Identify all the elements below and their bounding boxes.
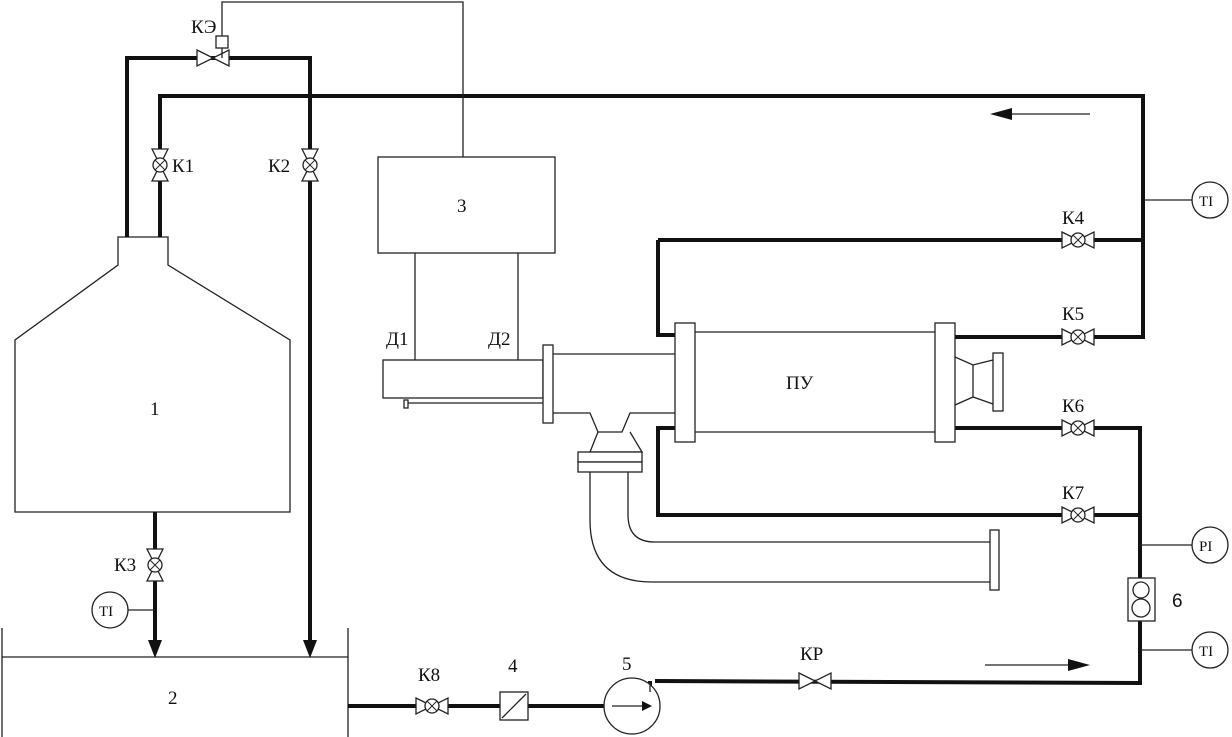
valve-k6[interactable] (1061, 418, 1095, 438)
valve-kr-label: КР (800, 644, 823, 665)
sensor-d1-label: Д1 (386, 329, 408, 350)
valve-k3-label: К3 (114, 555, 136, 576)
flow-arrow-down-k2 (303, 640, 317, 658)
tank-2 (1, 628, 349, 737)
valve-k8-label: К8 (418, 665, 440, 686)
control-line (221, 1, 464, 157)
filter-4-label: 4 (508, 656, 518, 677)
valve-k3[interactable] (145, 548, 165, 582)
measuring-tube (382, 344, 1000, 591)
temperature-indicator-top: TI (1143, 181, 1229, 219)
pump-5 (603, 677, 661, 735)
valve-k4-label: К4 (1062, 208, 1085, 229)
flow-arrow-down-k3 (148, 640, 162, 658)
tank-1 (14, 236, 291, 513)
valve-k1-label: К1 (172, 156, 194, 177)
valve-k6-label: К6 (1062, 396, 1084, 417)
valve-k5[interactable] (1061, 327, 1095, 347)
valve-k8[interactable] (415, 696, 449, 716)
pressure-indicator: PI (1140, 526, 1229, 564)
block-3-label: 3 (457, 196, 467, 217)
pump-5-label: 5 (622, 654, 632, 675)
valve-k7-label: К7 (1062, 483, 1084, 504)
test-unit-pu (674, 322, 1004, 443)
valve-ke[interactable] (196, 48, 230, 68)
valve-kr[interactable] (798, 671, 832, 691)
svg-text:TI: TI (1199, 644, 1213, 660)
svg-text:TI: TI (1199, 194, 1213, 210)
svg-text:PI: PI (1199, 539, 1212, 555)
sensor-d2-label: Д2 (488, 329, 510, 350)
valve-k7[interactable] (1061, 505, 1095, 525)
svg-text:TI: TI (99, 604, 113, 620)
temperature-indicator-left: TI (91, 591, 155, 629)
valve-k2[interactable] (300, 148, 320, 182)
valve-k1[interactable] (150, 148, 170, 182)
valve-k2-label: К2 (268, 156, 290, 177)
filter-4 (499, 691, 529, 721)
flowmeter-6 (1127, 577, 1156, 622)
valve-ke-label: КЭ (191, 17, 216, 38)
flowmeter-6-label: 6 (1172, 591, 1183, 612)
electric-valve-actuator (215, 35, 229, 49)
flow-arrow-left-icon (990, 108, 1090, 120)
valve-k4[interactable] (1061, 230, 1095, 250)
pu-label: ПУ (786, 373, 814, 394)
temperature-indicator-bottom: TI (1140, 631, 1229, 669)
tank-2-label: 2 (168, 688, 178, 709)
valve-k5-label: К5 (1062, 304, 1084, 325)
flow-arrow-right-icon (985, 659, 1090, 671)
tank-1-label: 1 (150, 399, 160, 420)
control-block-3 (377, 156, 556, 254)
